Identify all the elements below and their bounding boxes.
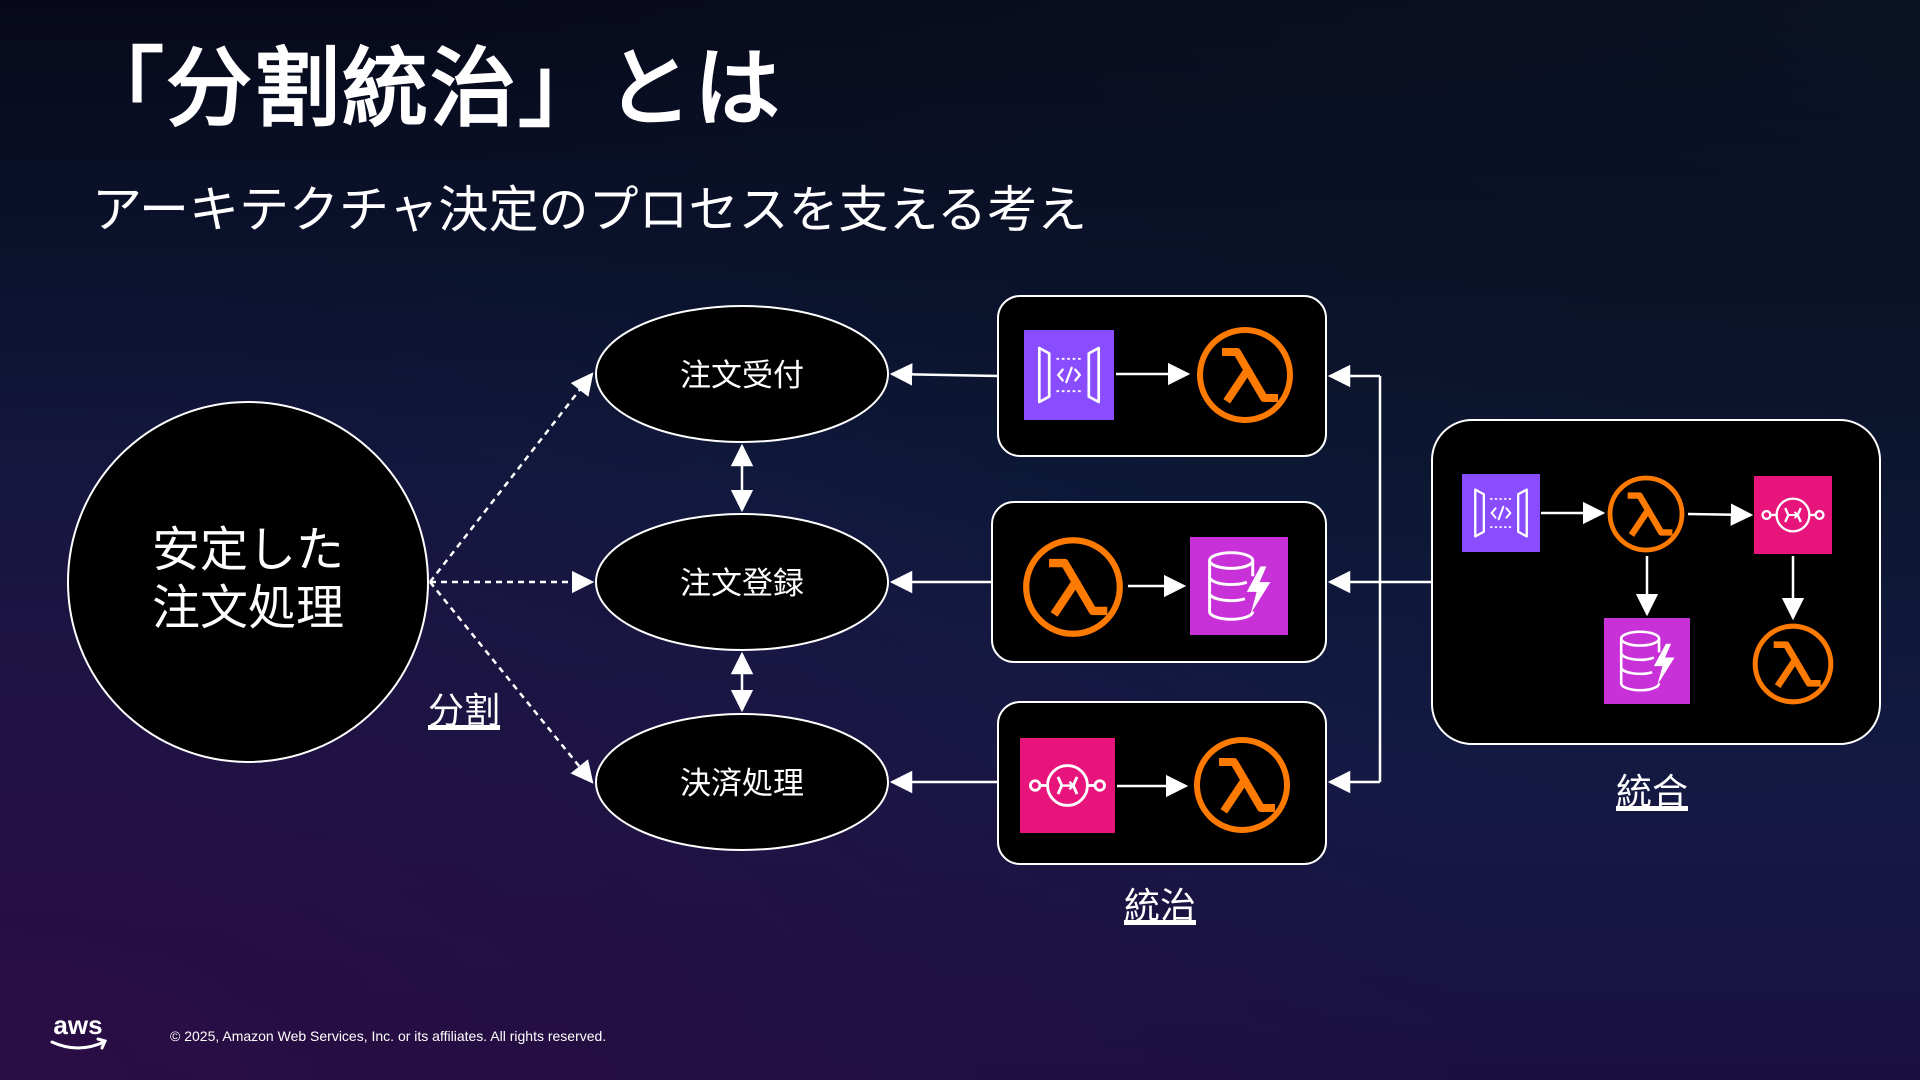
sqs-icon — [1020, 738, 1115, 833]
stable-order-processing-node: 安定した 注文処理 — [67, 401, 429, 763]
process-order-registration: 注文登録 — [595, 513, 889, 651]
process-label: 決済処理 — [680, 766, 804, 802]
service-box-payment-processing — [997, 701, 1327, 865]
main-circle-line1: 安定した — [152, 522, 344, 578]
process-label: 注文登録 — [680, 566, 804, 602]
govern-label: 統治 — [1124, 886, 1196, 927]
process-label: 注文受付 — [680, 358, 804, 394]
divide-arrows — [429, 372, 595, 784]
api-gateway-icon — [1462, 474, 1540, 552]
slide-subtitle: アーキテクチャ決定のプロセスを支える考え — [92, 181, 1087, 239]
govern-arrows — [889, 363, 999, 794]
integrate-label: 統合 — [1616, 772, 1688, 813]
sqs-icon — [1754, 476, 1832, 554]
slide-title: 「分割統治」とは — [78, 39, 782, 139]
integrate-arrows — [1327, 364, 1432, 794]
process-payment-processing: 決済処理 — [595, 713, 889, 851]
process-order-reception: 注文受付 — [595, 305, 889, 443]
dynamodb-icon — [1604, 618, 1690, 704]
service-box-order-registration — [991, 501, 1327, 663]
integrated-service-box — [1431, 419, 1881, 745]
dynamodb-icon — [1190, 537, 1288, 635]
main-circle-line2: 注文処理 — [152, 580, 344, 636]
aws-logo-text: aws — [53, 1010, 102, 1040]
api-gateway-icon — [1024, 330, 1114, 420]
divide-label: 分割 — [428, 691, 500, 732]
copyright-text: © 2025, Amazon Web Services, Inc. or its… — [170, 1028, 607, 1044]
footer: aws © 2025, Amazon Web Services, Inc. or… — [46, 1008, 746, 1058]
service-box-order-reception — [997, 295, 1327, 457]
aws-logo: aws — [50, 1010, 108, 1050]
